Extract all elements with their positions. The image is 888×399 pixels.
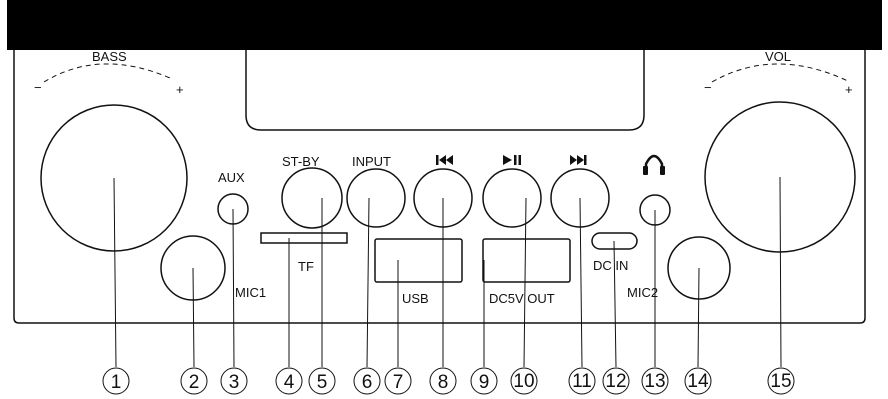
aux-label: AUX xyxy=(218,170,245,185)
vol-plus: + xyxy=(845,82,853,97)
callout-5: 5 xyxy=(308,367,336,395)
tf-label: TF xyxy=(298,259,314,274)
callout-12: 12 xyxy=(602,367,630,395)
header-bar xyxy=(7,0,882,50)
callout-13: 13 xyxy=(641,367,669,395)
bass-plus: + xyxy=(176,82,184,97)
input-label: INPUT xyxy=(352,154,391,169)
dc5v-out-label: DC5V OUT xyxy=(489,291,555,306)
callout-7: 7 xyxy=(384,367,412,395)
callout-14: 14 xyxy=(684,367,712,395)
svg-text:2: 2 xyxy=(189,372,200,393)
next-track-icon xyxy=(570,155,587,165)
stby-button[interactable] xyxy=(281,167,343,229)
leader-lines xyxy=(113,176,782,368)
tf-card-slot[interactable] xyxy=(260,232,348,244)
vol-label: VOL xyxy=(765,49,791,64)
callout-2: 2 xyxy=(180,367,208,395)
usb-label: USB xyxy=(402,291,429,306)
callout-3: 3 xyxy=(220,367,248,395)
mic2-label: MIC2 xyxy=(627,285,658,300)
svg-text:6: 6 xyxy=(362,372,373,393)
svg-text:10: 10 xyxy=(513,371,534,392)
vol-minus: − xyxy=(704,80,712,95)
bass-arc xyxy=(43,63,171,83)
callout-8: 8 xyxy=(429,367,457,395)
panel-outline xyxy=(13,50,866,324)
mic1-label: MIC1 xyxy=(235,285,266,300)
svg-text:13: 13 xyxy=(644,371,665,392)
bass-label: BASS xyxy=(92,49,127,64)
callout-10: 10 xyxy=(510,367,538,395)
dc-in-label: DC IN xyxy=(593,258,628,273)
callout-9: 9 xyxy=(470,367,498,395)
callout-6: 6 xyxy=(353,367,381,395)
svg-text:15: 15 xyxy=(770,371,791,392)
callout-1: 1 xyxy=(102,367,130,395)
headphone-icon xyxy=(643,154,665,175)
callout-15: 15 xyxy=(767,367,795,395)
dc5v-out-port[interactable] xyxy=(482,238,571,283)
previous-track-icon xyxy=(436,155,453,165)
svg-text:5: 5 xyxy=(317,372,328,393)
callout-4: 4 xyxy=(275,367,303,395)
callout-11: 11 xyxy=(568,367,596,395)
play-pause-button[interactable] xyxy=(482,168,542,228)
svg-text:11: 11 xyxy=(572,371,592,392)
callout-numbers: 1 2 3 4 5 6 7 8 9 10 11 12 13 14 15 xyxy=(102,367,795,395)
svg-text:7: 7 xyxy=(393,372,404,393)
input-button[interactable] xyxy=(346,168,406,228)
svg-text:4: 4 xyxy=(284,372,295,393)
play-pause-icon xyxy=(503,155,521,165)
svg-text:8: 8 xyxy=(438,372,449,393)
bass-knob[interactable] xyxy=(40,104,188,252)
stby-label: ST-BY xyxy=(282,154,320,169)
display-window xyxy=(245,50,645,131)
svg-text:9: 9 xyxy=(479,372,490,393)
svg-text:14: 14 xyxy=(687,371,709,392)
svg-text:12: 12 xyxy=(605,371,626,392)
bass-minus: − xyxy=(34,80,42,95)
svg-text:1: 1 xyxy=(111,372,122,393)
vol-arc xyxy=(711,63,851,83)
usb-port[interactable] xyxy=(374,238,463,283)
svg-text:3: 3 xyxy=(229,372,240,393)
